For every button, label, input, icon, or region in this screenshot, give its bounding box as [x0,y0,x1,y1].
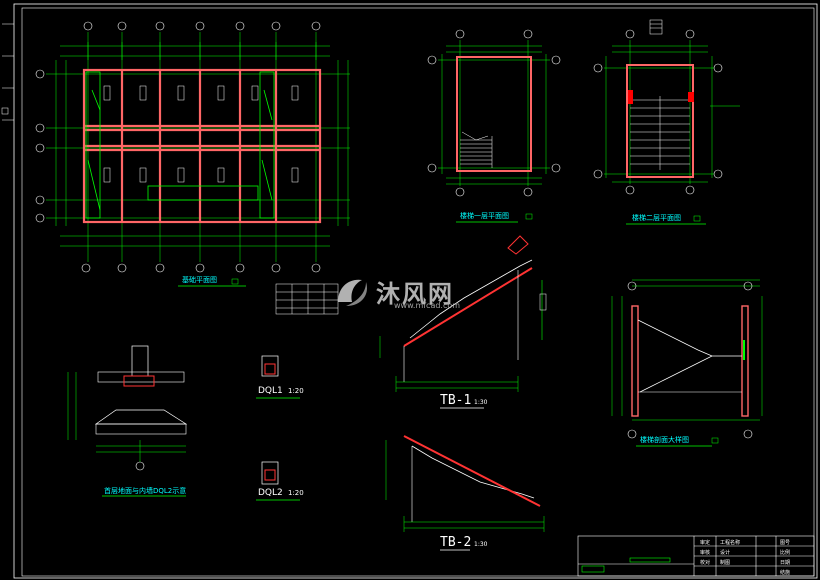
tb1-scale: 1:30 [474,399,488,406]
dql1-detail [256,355,300,399]
schedule-table [275,283,339,315]
title-block-cell: 审定 [700,540,711,546]
sheet-border-outer [13,3,818,579]
stair-floor2-plan [593,19,740,225]
dql1-label: DQL1 [258,386,283,396]
foundation-section [67,345,188,497]
foundation-section-title: 首层地面与内墙DQL2示意 [104,487,187,495]
stair-floor1-plan-title: 楼梯一层平面图 [460,212,509,220]
title-block-cell: 日期 [780,560,791,566]
stair-section [611,279,763,447]
mf-logo-icon [338,279,368,306]
foundation-pads [103,85,299,183]
axis-bubbles-bottom [81,263,321,273]
axis-bubbles-left [35,69,45,223]
watermark-url: www.mfcad.com [394,301,461,310]
watermark: 沐风网 www.mfcad.com [330,270,500,314]
title-block-cell: 校对 [700,560,711,566]
binding-strip [1,23,14,121]
title-block-cell: 工程名称 [720,540,741,546]
dimension-ticks [87,42,317,60]
axis-bubbles-top [83,21,321,31]
title-block-cell: 图号 [780,540,791,546]
title-block [577,535,815,577]
dql2-scale: 1:20 [288,489,304,497]
tb2-label: TB-2 [440,535,472,550]
stair2-red-beams [628,90,694,104]
sheet-border-inner [21,7,815,577]
title-block-cell: 制图 [720,560,731,566]
stair2-treads [630,19,690,170]
stair-floor1-plan [427,29,561,223]
foundation-plan [35,21,350,287]
title-block-cell: 设计 [720,550,731,556]
dql2-label: DQL2 [258,488,283,498]
tb2-scale: 1:30 [474,541,488,548]
foundation-walls [82,68,322,224]
foundation-title-box [231,278,239,285]
tb1-label: TB-1 [440,393,472,408]
dql2-detail [256,461,300,501]
stair1-treads [460,131,493,168]
tb2-elevation [385,435,545,551]
title-block-cell: 比例 [780,550,791,556]
stair-floor2-plan-title: 楼梯二层平面图 [632,214,681,222]
title-block-cell: 审核 [700,550,711,556]
stair-section-title: 楼梯剖面大样图 [640,436,689,444]
tb1-elevation [379,235,547,409]
title-block-cell: 结施 [780,570,791,576]
plan-stair-green [85,71,275,219]
dql1-scale: 1:20 [288,387,304,395]
foundation-plan-title: 基础平面图 [182,276,217,284]
tb1-top-landing [507,235,529,255]
watermark-brand: 沐风网 [376,280,454,308]
